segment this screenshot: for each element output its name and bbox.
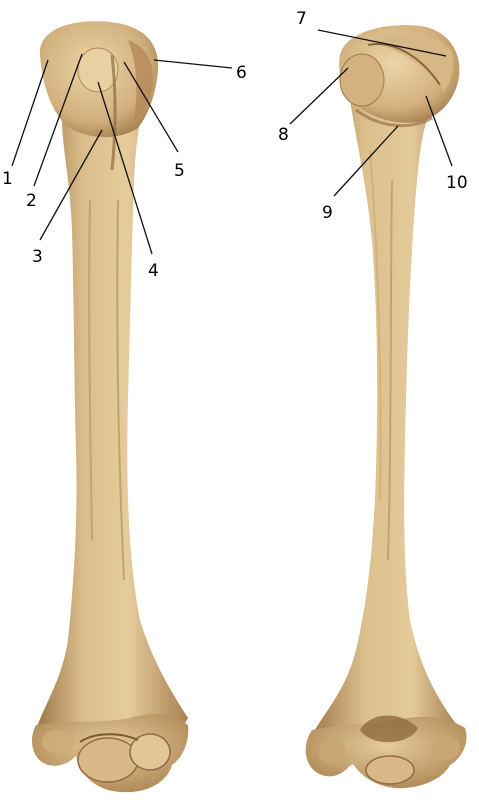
right-shaft	[312, 95, 465, 770]
callout-3: 3	[32, 247, 43, 267]
left-shaft	[36, 90, 188, 760]
humerus-anterior	[32, 21, 188, 792]
leader-6	[154, 60, 232, 68]
callout-6: 6	[236, 63, 247, 83]
leader-8	[290, 68, 348, 124]
right-greater-tubercle	[340, 54, 384, 106]
callout-2: 2	[26, 191, 37, 211]
callout-7: 7	[296, 9, 307, 29]
callout-1: 1	[2, 169, 13, 189]
leader-1	[12, 60, 48, 166]
callout-8: 8	[278, 125, 289, 145]
callout-5: 5	[174, 161, 185, 181]
callout-10: 10	[446, 173, 468, 193]
callout-4: 4	[148, 261, 159, 281]
callout-9: 9	[322, 203, 333, 223]
